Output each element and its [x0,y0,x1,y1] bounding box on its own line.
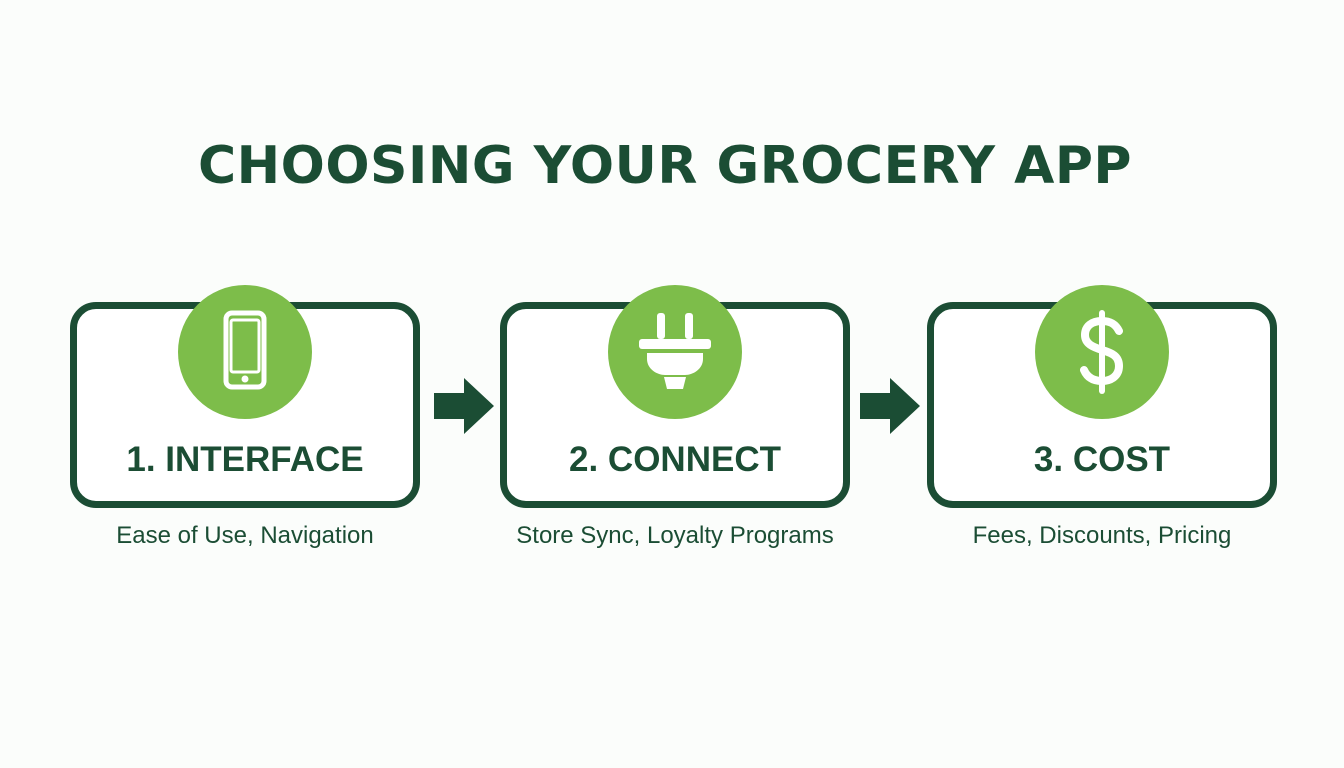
icon-badge [1035,285,1169,419]
icon-badge [178,285,312,419]
step-connect: 2. CONNECT Store Sync, Loyalty Programs [500,285,850,549]
step-label: 2. CONNECT [569,440,781,479]
arrow-right-icon [860,378,920,434]
step-interface: 1. INTERFACE Ease of Use, Navigation [70,285,420,549]
arrow-right-icon [434,378,494,434]
plug-icon [639,313,711,389]
icon-badge [608,285,742,419]
step-cost: 3. COST Fees, Discounts, Pricing [927,285,1277,549]
diagram-title: CHOOSING YOUR GROCERY APP [197,136,1133,196]
dollar-sign-icon [1080,310,1124,394]
step-caption: Ease of Use, Navigation [116,522,374,549]
step-caption: Store Sync, Loyalty Programs [516,522,834,549]
step-label: 3. COST [1033,440,1171,479]
smartphone-icon [223,310,267,390]
step-caption: Fees, Discounts, Pricing [972,522,1232,549]
step-label: 1. INTERFACE [126,440,364,479]
